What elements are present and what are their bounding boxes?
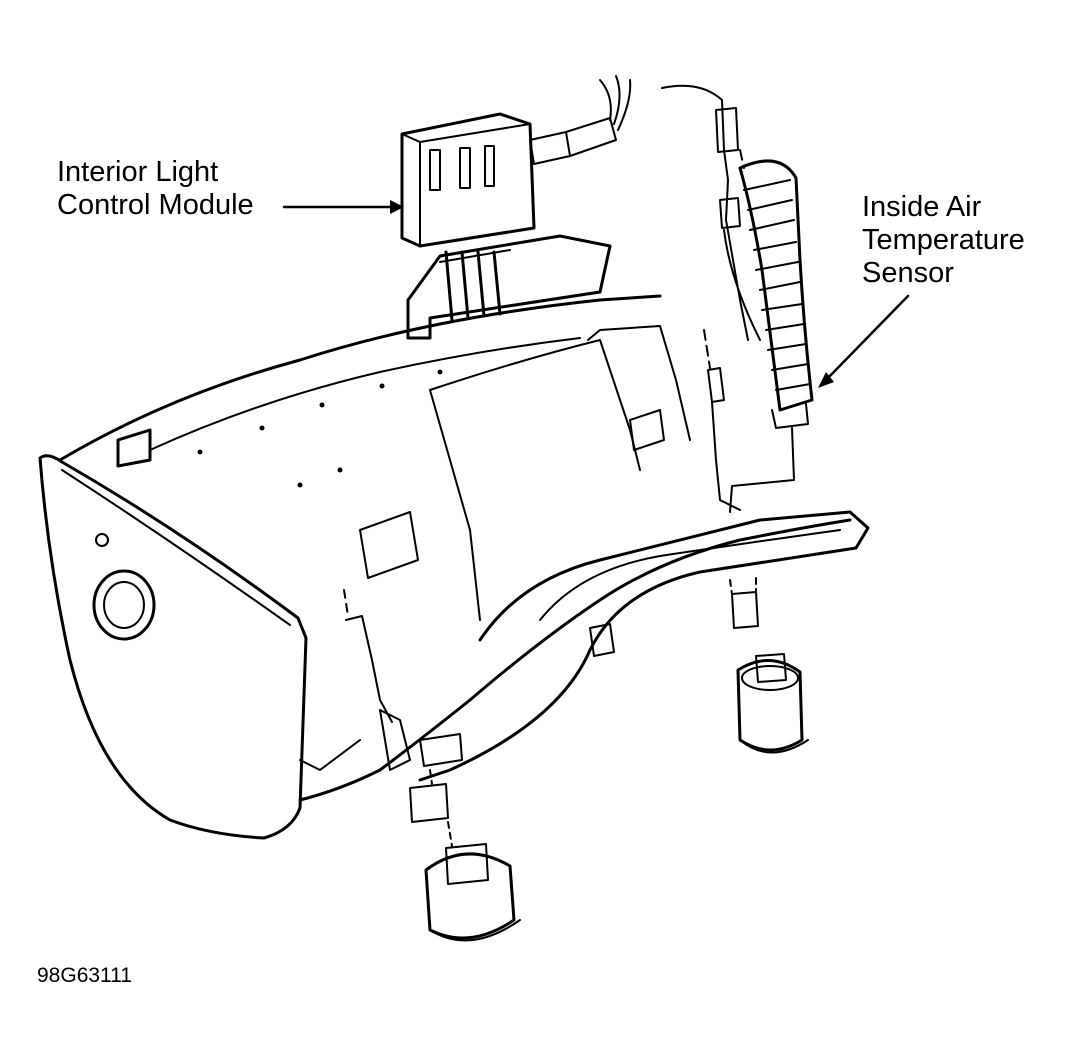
callout-interior-light-control-module: Interior Light Control Module: [57, 156, 254, 222]
leader-line-iats: [818, 294, 910, 388]
interior-light-control-module: [400, 75, 632, 322]
lamp-socket-right: [729, 577, 809, 754]
left-harness-clip: [345, 615, 393, 723]
sensor-aspirator-hose: [738, 159, 814, 412]
compartment-floor-edge: [298, 518, 852, 802]
inside-air-temperature-sensor: [661, 84, 814, 513]
support-arm: [418, 510, 870, 782]
callout-line: Temperature: [862, 224, 1025, 256]
figure-identifier: 98G63111: [37, 964, 132, 987]
callout-line: Sensor: [862, 257, 954, 289]
compartment-top-edge: [58, 294, 662, 462]
mounting-holes: [197, 369, 443, 488]
module-wire-bundle: [599, 75, 632, 131]
callout-line: Interior Light: [57, 156, 219, 188]
glove-box-compartment: [38, 234, 870, 840]
callout-line: Control Module: [57, 189, 254, 221]
callout-inside-air-temperature-sensor: Inside Air Temperature Sensor: [862, 191, 1025, 290]
sensor-wire-harness: [661, 84, 761, 341]
sensor-connector-lower: [719, 197, 741, 229]
lock-cylinder: [92, 569, 156, 641]
module-connector: [529, 131, 571, 165]
compartment-end-panel: [38, 454, 308, 840]
callout-line: Inside Air: [862, 191, 982, 223]
rear-mounting-flange: [406, 234, 612, 340]
sensor-connector-upper: [715, 107, 739, 153]
leader-line-ilcm: [282, 200, 404, 214]
lamp-socket-lower: [409, 769, 521, 942]
